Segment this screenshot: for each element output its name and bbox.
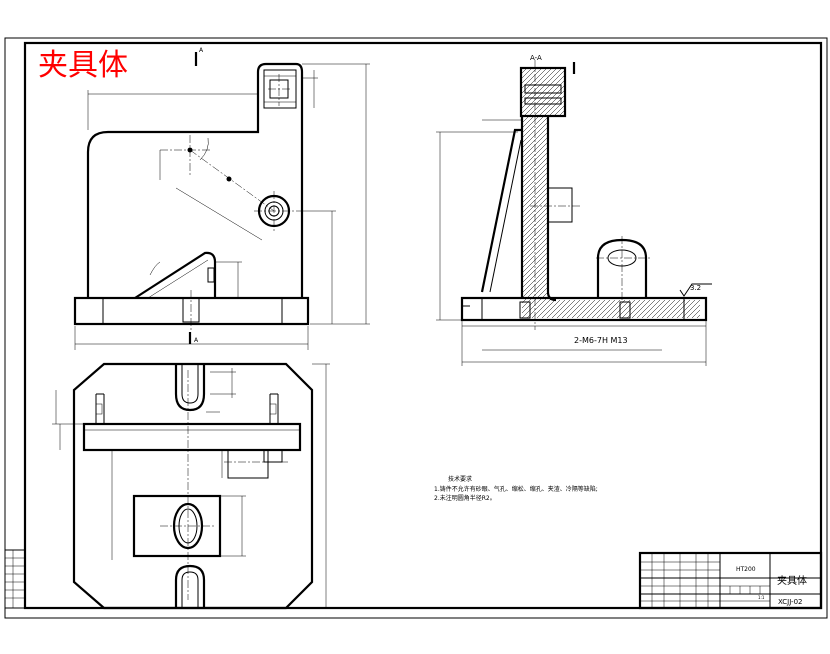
outer-border (4, 37, 828, 619)
front-view: A A (73, 47, 370, 350)
inner-border (23, 41, 823, 610)
hole-callout: 2-M6-7H M13 (574, 336, 628, 345)
notes-line-2: 2.未注明圆角半径R2。 (434, 494, 496, 502)
title-part-name: 夹具体 (777, 574, 807, 587)
notes-heading: 技术要求 (448, 475, 472, 483)
left-stamp-table (4, 549, 26, 609)
roughness-symbol: 3.2 (690, 284, 701, 292)
title-scale: 1:1 (758, 595, 765, 600)
top-view (52, 362, 330, 610)
title-block: HT200 夹具体 XCJJ-02 1:1 (638, 551, 823, 610)
title-material: HT200 (736, 566, 756, 573)
stamp-title: 夹具体 (38, 48, 128, 83)
technical-notes: 技术要求 1.铸件不允许有砂眼、气孔、缩松、缩孔、夹渣、冷隔等缺陷; 2.未注明… (434, 475, 598, 502)
section-title: A-A (530, 54, 542, 62)
section-mark-top: A (199, 47, 204, 54)
section-mark-bottom: A (194, 337, 199, 344)
notes-line-1: 1.铸件不允许有砂眼、气孔、缩松、缩孔、夹渣、冷隔等缺陷; (434, 485, 598, 493)
title-drawing-no: XCJJ-02 (778, 598, 803, 606)
section-view: A-A (436, 54, 712, 366)
